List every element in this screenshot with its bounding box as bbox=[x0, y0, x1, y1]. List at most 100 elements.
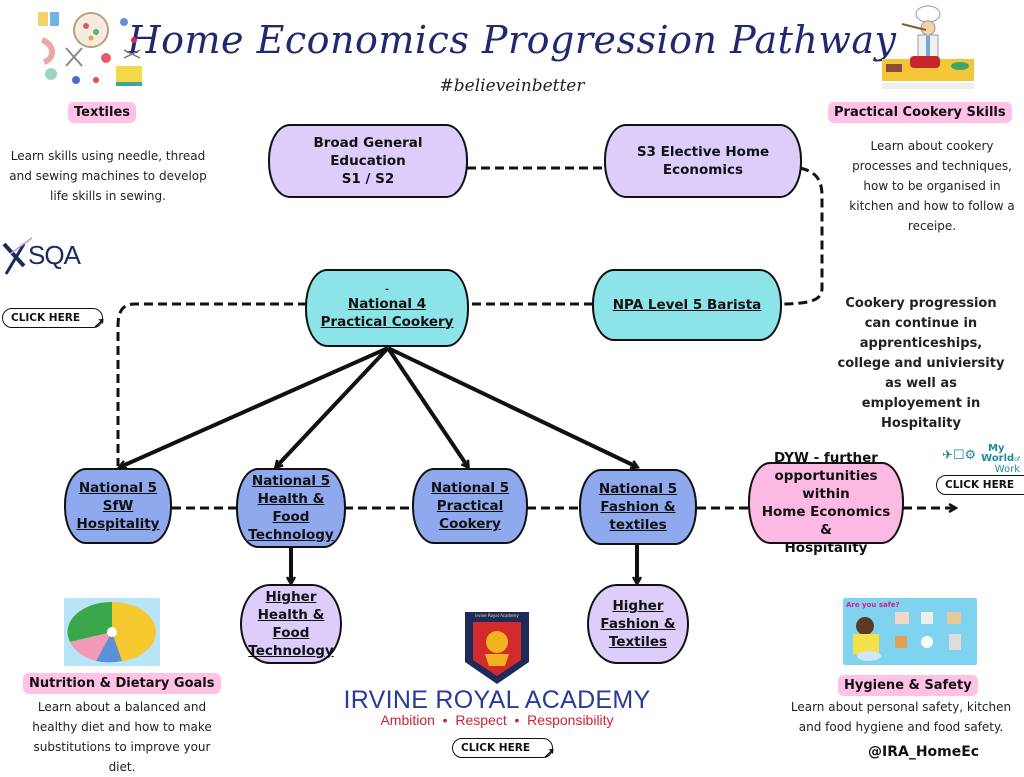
crest-caption: Irvine Royal Academy bbox=[475, 613, 519, 618]
desc-line: life skills in sewing. bbox=[50, 189, 166, 203]
practical-cookery-skills-label: Practical Cookery Skills bbox=[828, 102, 1012, 123]
chef-cooking-image bbox=[882, 4, 974, 92]
school-name: IRVINE ROYAL ACADEMY bbox=[343, 686, 651, 714]
myworld-text: My bbox=[988, 443, 1005, 454]
desc-line: Learn about personal safety, kitchen bbox=[790, 700, 1012, 714]
arrow-nat4-to-hft bbox=[276, 346, 390, 467]
node-link-text[interactable]: Practical bbox=[436, 498, 504, 514]
hygiene-description: Learn about personal safety, kitchen and… bbox=[778, 697, 1024, 737]
note-line: employement in bbox=[861, 396, 981, 411]
node-link-text[interactable]: National 5 bbox=[598, 481, 678, 497]
node-link-text[interactable]: Practical Cookery bbox=[320, 313, 454, 330]
node-link-text[interactable]: National 5 bbox=[78, 480, 158, 496]
desc-line: Learn skills using needle, thread bbox=[10, 149, 206, 163]
node-link-text[interactable]: Hospitality bbox=[76, 516, 160, 532]
desc-line: Learn about cookery bbox=[870, 139, 994, 153]
node-n5-sfw-hospitality[interactable]: National 5 SfW Hospitality bbox=[64, 468, 172, 544]
sewing-supplies-image bbox=[36, 10, 146, 90]
node-text: Broad General Education bbox=[313, 135, 423, 169]
note-line: college and univiersity bbox=[837, 356, 1005, 371]
myworld-text-line: Worldof bbox=[980, 454, 1020, 465]
node-link-text[interactable]: Fashion & bbox=[600, 616, 676, 632]
dashed-s3-to-npa bbox=[779, 166, 824, 306]
school-motto: Ambition • Respect • Responsibility bbox=[380, 712, 614, 728]
node-link-text[interactable]: Higher bbox=[612, 598, 664, 614]
node-broad-general-education: Broad General Education S1 / S2 bbox=[268, 124, 468, 198]
node-link-text[interactable]: National 5 bbox=[430, 480, 510, 496]
node-link-text[interactable]: Fashion & bbox=[600, 499, 676, 515]
arrow-nat4-to-sfw bbox=[120, 346, 389, 467]
node-link-text[interactable]: textiles bbox=[609, 517, 667, 533]
school-click-here-button[interactable]: CLICK HERE ➚ bbox=[452, 738, 556, 762]
textiles-label: Textiles bbox=[68, 102, 137, 123]
myworld-click-here-button[interactable]: CLICK HERE ➚ bbox=[936, 475, 1024, 495]
svg-text:Are you safe?: Are you safe? bbox=[846, 601, 900, 609]
node-link-text[interactable]: National 4 bbox=[347, 295, 427, 312]
desc-line: and food hygiene and food safety. bbox=[798, 720, 1004, 734]
dashed-nat4-to-sfw bbox=[116, 302, 307, 466]
node-link-text[interactable]: Health & bbox=[257, 607, 325, 623]
node-text: opportunities within bbox=[774, 468, 878, 502]
node-link-text[interactable]: Technology bbox=[248, 527, 334, 543]
desc-line: receipe. bbox=[907, 219, 957, 233]
hashtag: #believeinbetter bbox=[439, 76, 585, 96]
page-title: Home Economics Progression Pathway bbox=[127, 18, 897, 62]
progression-note: Cookery progression can continue in appr… bbox=[836, 294, 1006, 434]
sqa-logo: SQA bbox=[2, 234, 92, 280]
note-line: apprenticeships, bbox=[859, 336, 983, 351]
note-line: as well as bbox=[885, 376, 957, 391]
eatwell-guide-image bbox=[64, 598, 160, 666]
node-link-text[interactable]: National 5 bbox=[251, 473, 331, 489]
myworld-text: World bbox=[981, 453, 1015, 464]
note-line: can continue in bbox=[864, 316, 978, 331]
textiles-description: Learn skills using needle, thread and se… bbox=[8, 146, 208, 206]
career-icons: ✈☐⚙ bbox=[942, 448, 977, 463]
node-link-text[interactable]: Technology bbox=[248, 643, 334, 659]
node-link-text[interactable]: Health & Food bbox=[257, 491, 325, 525]
note-line: Cookery progression bbox=[845, 296, 997, 311]
myworld-text: of bbox=[1014, 456, 1020, 463]
sqa-cross-icon bbox=[2, 237, 32, 275]
pointer-cursor-icon: ➚ bbox=[92, 313, 107, 332]
are-you-safe-poster-image: Are you safe? bbox=[843, 598, 977, 665]
nutrition-description: Learn about a balanced and healthy diet … bbox=[20, 697, 224, 777]
node-n5-fashion-textiles[interactable]: National 5 Fashion & textiles bbox=[579, 469, 697, 545]
sqa-click-here-button[interactable]: CLICK HERE ➚ bbox=[2, 308, 106, 332]
myworld-text: Work bbox=[994, 464, 1020, 475]
school-crest: Irvine Royal Academy bbox=[465, 612, 529, 684]
node-text: S1 / S2 bbox=[341, 171, 395, 187]
node-dash: - bbox=[385, 284, 389, 295]
sqa-text: SQA bbox=[28, 240, 81, 270]
node-link-text[interactable]: SfW bbox=[102, 498, 134, 514]
node-link-text[interactable]: Higher bbox=[265, 589, 317, 605]
nutrition-dietary-goals-label: Nutrition & Dietary Goals bbox=[23, 673, 221, 694]
twitter-handle[interactable]: @IRA_HomeEc bbox=[868, 744, 980, 760]
desc-line: Learn about a balanced and bbox=[37, 700, 207, 714]
node-text: Home Economics & bbox=[761, 504, 891, 538]
desc-line: processes and techniques, bbox=[852, 159, 1012, 173]
node-link-text[interactable]: NPA Level 5 Barista bbox=[612, 297, 762, 313]
pointer-cursor-icon: ➚ bbox=[542, 743, 557, 762]
hygiene-safety-label: Hygiene & Safety bbox=[838, 675, 978, 696]
desc-line: healthy diet and how to make bbox=[32, 720, 212, 734]
node-text: DYW - further bbox=[774, 450, 878, 466]
desc-line: how to be organised in bbox=[863, 179, 1001, 193]
node-link-text[interactable]: Textiles bbox=[608, 634, 668, 650]
my-world-of-work-logo: ✈☐⚙ My Worldof Work bbox=[942, 443, 1022, 475]
cookery-description: Learn about cookery processes and techni… bbox=[840, 136, 1024, 236]
node-link-text[interactable]: Cookery bbox=[439, 516, 501, 532]
desc-line: kitchen and how to follow a bbox=[849, 199, 1015, 213]
node-npa-barista[interactable]: NPA Level 5 Barista bbox=[592, 269, 782, 341]
node-link-text[interactable]: Food bbox=[272, 625, 310, 641]
node-text: Hospitality bbox=[784, 540, 868, 556]
desc-line: substitutions to improve your diet. bbox=[33, 740, 211, 774]
arrow-nat4-to-pc bbox=[386, 346, 468, 467]
click-here-label: CLICK HERE bbox=[945, 479, 1015, 491]
